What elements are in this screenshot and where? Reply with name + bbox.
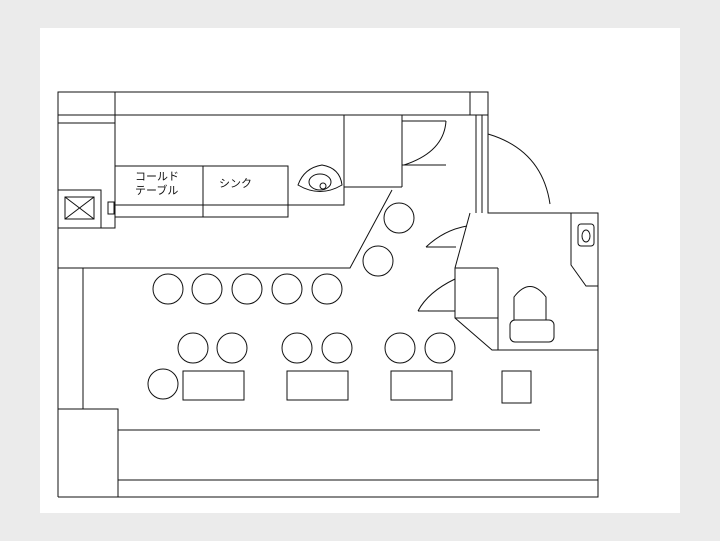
cold-table-label-line1: コールド [135, 170, 179, 183]
side-table [501, 370, 532, 404]
table-set-2 [281, 332, 353, 401]
kitchen-counter [58, 115, 403, 269]
table-set-3 [384, 332, 456, 401]
toilet-room [417, 212, 598, 351]
toilet-tank [509, 319, 555, 343]
left-storage-column [57, 189, 115, 229]
faucet [107, 201, 115, 215]
entrance-door [487, 133, 551, 213]
hand-basin [297, 164, 343, 192]
toilet-bowl [513, 286, 547, 320]
outer-walls [57, 91, 599, 498]
counter-stools [362, 202, 415, 277]
storage-box [64, 196, 95, 220]
sink-unit [202, 165, 289, 218]
cold-table-label-line2: テーブル [135, 184, 179, 197]
table-set-1 [147, 332, 248, 401]
kitchen-door [402, 120, 447, 166]
toilet-sink [577, 223, 595, 247]
wall-bench [58, 268, 598, 497]
floor-plan-sheet [40, 28, 680, 513]
sink-label: シンク [219, 177, 252, 190]
stool-row [152, 273, 343, 305]
